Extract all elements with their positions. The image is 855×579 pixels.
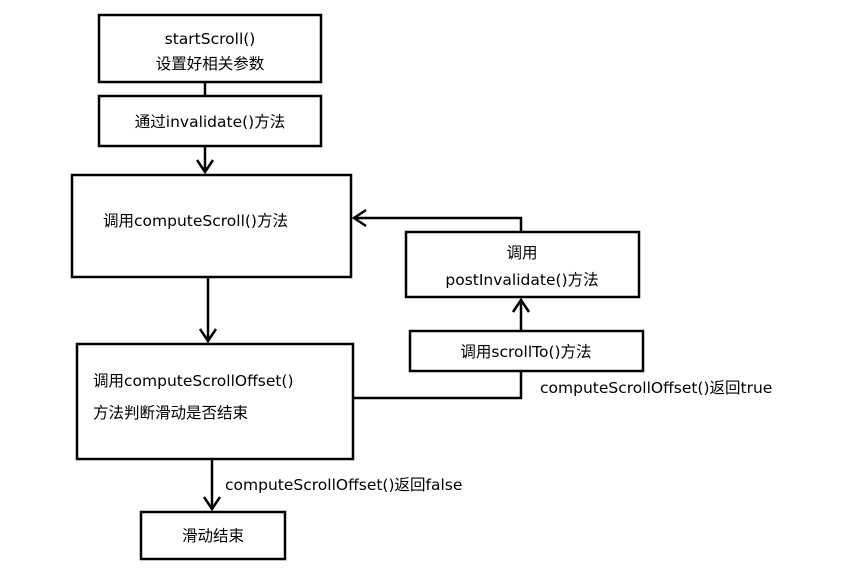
offset-to-scrollto-line — [353, 371, 523, 400]
compute-offset-box — [75, 342, 355, 461]
postinvalidate-to-compute-arrowhead — [351, 208, 367, 228]
invalidate-box — [97, 94, 323, 148]
post-invalidate-line2: postInvalidate()方法 — [445, 271, 598, 289]
offset-to-end-arrowhead — [202, 496, 222, 512]
returns-false-label: computeScrollOffset()返回false — [225, 476, 462, 494]
returns-true-label: computeScrollOffset()返回true — [540, 379, 772, 397]
compute-to-offset-arrowhead — [198, 328, 218, 344]
compute-offset-line1: 调用computeScrollOffset() — [93, 372, 294, 390]
compute-scroll-label: 调用computeScroll()方法 — [103, 212, 288, 230]
start-scroll-line1: startScroll() — [165, 30, 256, 48]
post-invalidate-box — [404, 230, 641, 299]
postinvalidate-to-compute-line — [354, 216, 523, 232]
compute-offset-line2: 方法判断滑动是否结束 — [93, 404, 248, 422]
scrollto-to-postinvalidate-arrowhead — [511, 297, 531, 313]
start-scroll-line2: 设置好相关参数 — [156, 55, 265, 73]
invalidate-label: 通过invalidate()方法 — [135, 113, 285, 131]
scroll-end-box — [139, 510, 287, 561]
scroll-to-box — [408, 329, 645, 373]
scroll-to-label: 调用scrollTo()方法 — [460, 343, 591, 361]
start-scroll-box — [97, 13, 323, 84]
post-invalidate-line1: 调用 — [506, 244, 537, 262]
compute-scroll-box — [70, 173, 353, 279]
scroll-end-label: 滑动结束 — [182, 527, 244, 545]
invalidate-to-compute-arrowhead — [195, 159, 215, 175]
